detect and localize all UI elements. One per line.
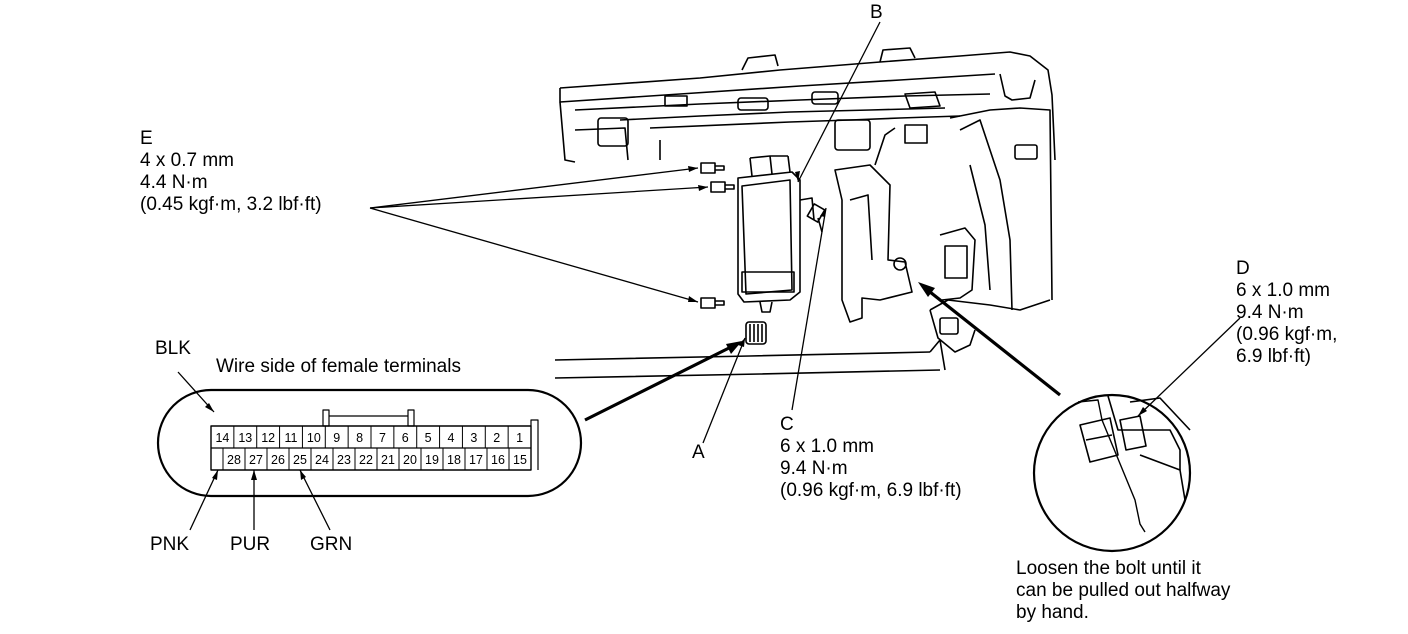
terminal-number: 15 bbox=[513, 453, 527, 467]
terminal-number: 27 bbox=[249, 453, 263, 467]
callout-e-letter: E bbox=[140, 128, 153, 149]
terminal-number: 14 bbox=[215, 431, 229, 445]
terminal-number: 19 bbox=[425, 453, 439, 467]
callout-d-torque: 9.4 N·m bbox=[1236, 302, 1304, 323]
terminal-number: 26 bbox=[271, 453, 285, 467]
callout-e-torque: 4.4 N·m bbox=[140, 172, 208, 193]
terminal-number: 12 bbox=[261, 431, 275, 445]
connector-title: Wire side of female terminals bbox=[216, 356, 461, 377]
callout-c-torque: 9.4 N·m bbox=[780, 458, 848, 479]
wire-label-pnk: PNK bbox=[150, 534, 190, 555]
terminal-number: 4 bbox=[448, 431, 455, 445]
callout-c-size: 6 x 1.0 mm bbox=[780, 436, 874, 457]
terminal-number: 22 bbox=[359, 453, 373, 467]
terminal-number: 5 bbox=[425, 431, 432, 445]
terminal-number: 21 bbox=[381, 453, 395, 467]
wire-label-pur: PUR bbox=[230, 534, 271, 555]
terminal-number: 18 bbox=[447, 453, 461, 467]
callout-a: A bbox=[692, 442, 705, 463]
terminal-number: 3 bbox=[470, 431, 477, 445]
terminal-number: 16 bbox=[491, 453, 505, 467]
note-line-1: Loosen the bolt until it bbox=[1016, 558, 1201, 579]
wire-label-grn: GRN bbox=[310, 534, 353, 555]
callout-b: B bbox=[870, 2, 883, 23]
terminal-number: 8 bbox=[356, 431, 363, 445]
terminal-number: 24 bbox=[315, 453, 329, 467]
callout-d-size: 6 x 1.0 mm bbox=[1236, 280, 1330, 301]
callout-e-torque-alt: (0.45 kgf·m, 3.2 lbf·ft) bbox=[140, 194, 322, 215]
terminal-number: 17 bbox=[469, 453, 483, 467]
note-line-3: by hand. bbox=[1016, 602, 1089, 623]
callout-e-size: 4 x 0.7 mm bbox=[140, 150, 234, 171]
callout-d-torque-alt-1: (0.96 kgf·m, bbox=[1236, 324, 1338, 345]
terminal-number: 7 bbox=[379, 431, 386, 445]
note-line-2: can be pulled out halfway bbox=[1016, 580, 1231, 601]
terminal-number: 13 bbox=[238, 431, 252, 445]
terminal-number: 28 bbox=[227, 453, 241, 467]
terminal-number: 10 bbox=[307, 431, 321, 445]
callout-d-torque-alt-2: 6.9 lbf·ft) bbox=[1236, 346, 1311, 367]
terminal-number: 23 bbox=[337, 453, 351, 467]
terminal-number: 9 bbox=[333, 431, 340, 445]
callout-d-letter: D bbox=[1236, 258, 1250, 279]
wire-label-blk: BLK bbox=[155, 338, 191, 359]
terminal-number: 25 bbox=[293, 453, 307, 467]
callout-c-letter: C bbox=[780, 414, 794, 435]
terminal-number: 1 bbox=[516, 431, 523, 445]
terminal-number: 20 bbox=[403, 453, 417, 467]
terminal-number: 11 bbox=[285, 431, 298, 445]
callout-c-torque-alt: (0.96 kgf·m, 6.9 lbf·ft) bbox=[780, 480, 962, 501]
terminal-number: 2 bbox=[493, 431, 500, 445]
terminal-number: 6 bbox=[402, 431, 409, 445]
